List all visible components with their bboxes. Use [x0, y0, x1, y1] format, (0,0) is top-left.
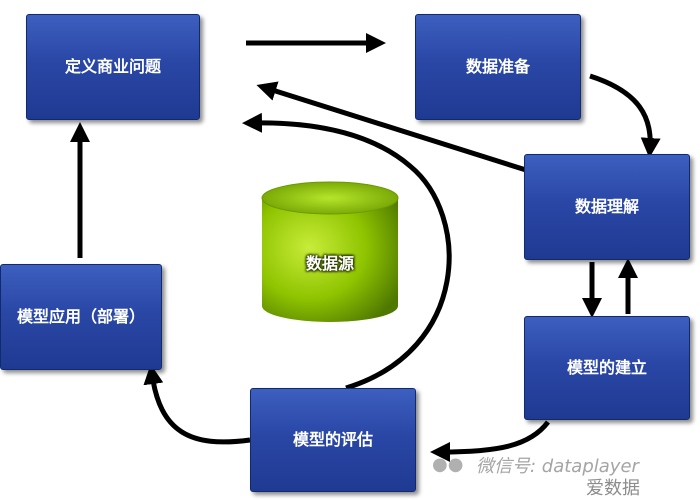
data-source-label: 数据源 [305, 254, 354, 273]
arrow-understand-to-define [256, 81, 527, 173]
arrow-build-to-evaluate [430, 420, 550, 462]
step-define-business-problem: 定义商业问题 [26, 14, 200, 120]
wechat-icon: ●● [432, 454, 464, 475]
step-label: 模型的评估 [292, 430, 373, 449]
arrow-prepare-to-understand [589, 73, 661, 158]
watermark: ●● 微信号: dataplayer 爱数据 [432, 452, 694, 499]
watermark-wechat-id: 微信号: dataplayer [476, 456, 639, 477]
arrow-evaluate-to-define [242, 112, 452, 391]
step-label: 定义商业问题 [64, 57, 161, 76]
step-label: 模型应用（部署） [16, 307, 145, 326]
step-label: 数据理解 [574, 197, 639, 216]
watermark-brand: 爱数据 [586, 478, 640, 499]
step-data-understanding: 数据理解 [524, 154, 690, 260]
step-label: 模型的建立 [566, 358, 647, 377]
data-source-cylinder [261, 181, 399, 322]
step-model-evaluation: 模型的评估 [250, 388, 416, 492]
step-label: 数据准备 [465, 57, 530, 76]
step-model-building: 模型的建立 [524, 316, 690, 420]
step-data-preparation: 数据准备 [415, 14, 581, 120]
step-model-deployment: 模型应用（部署） [0, 264, 162, 370]
arrow-evaluate-to-deploy [143, 364, 251, 445]
